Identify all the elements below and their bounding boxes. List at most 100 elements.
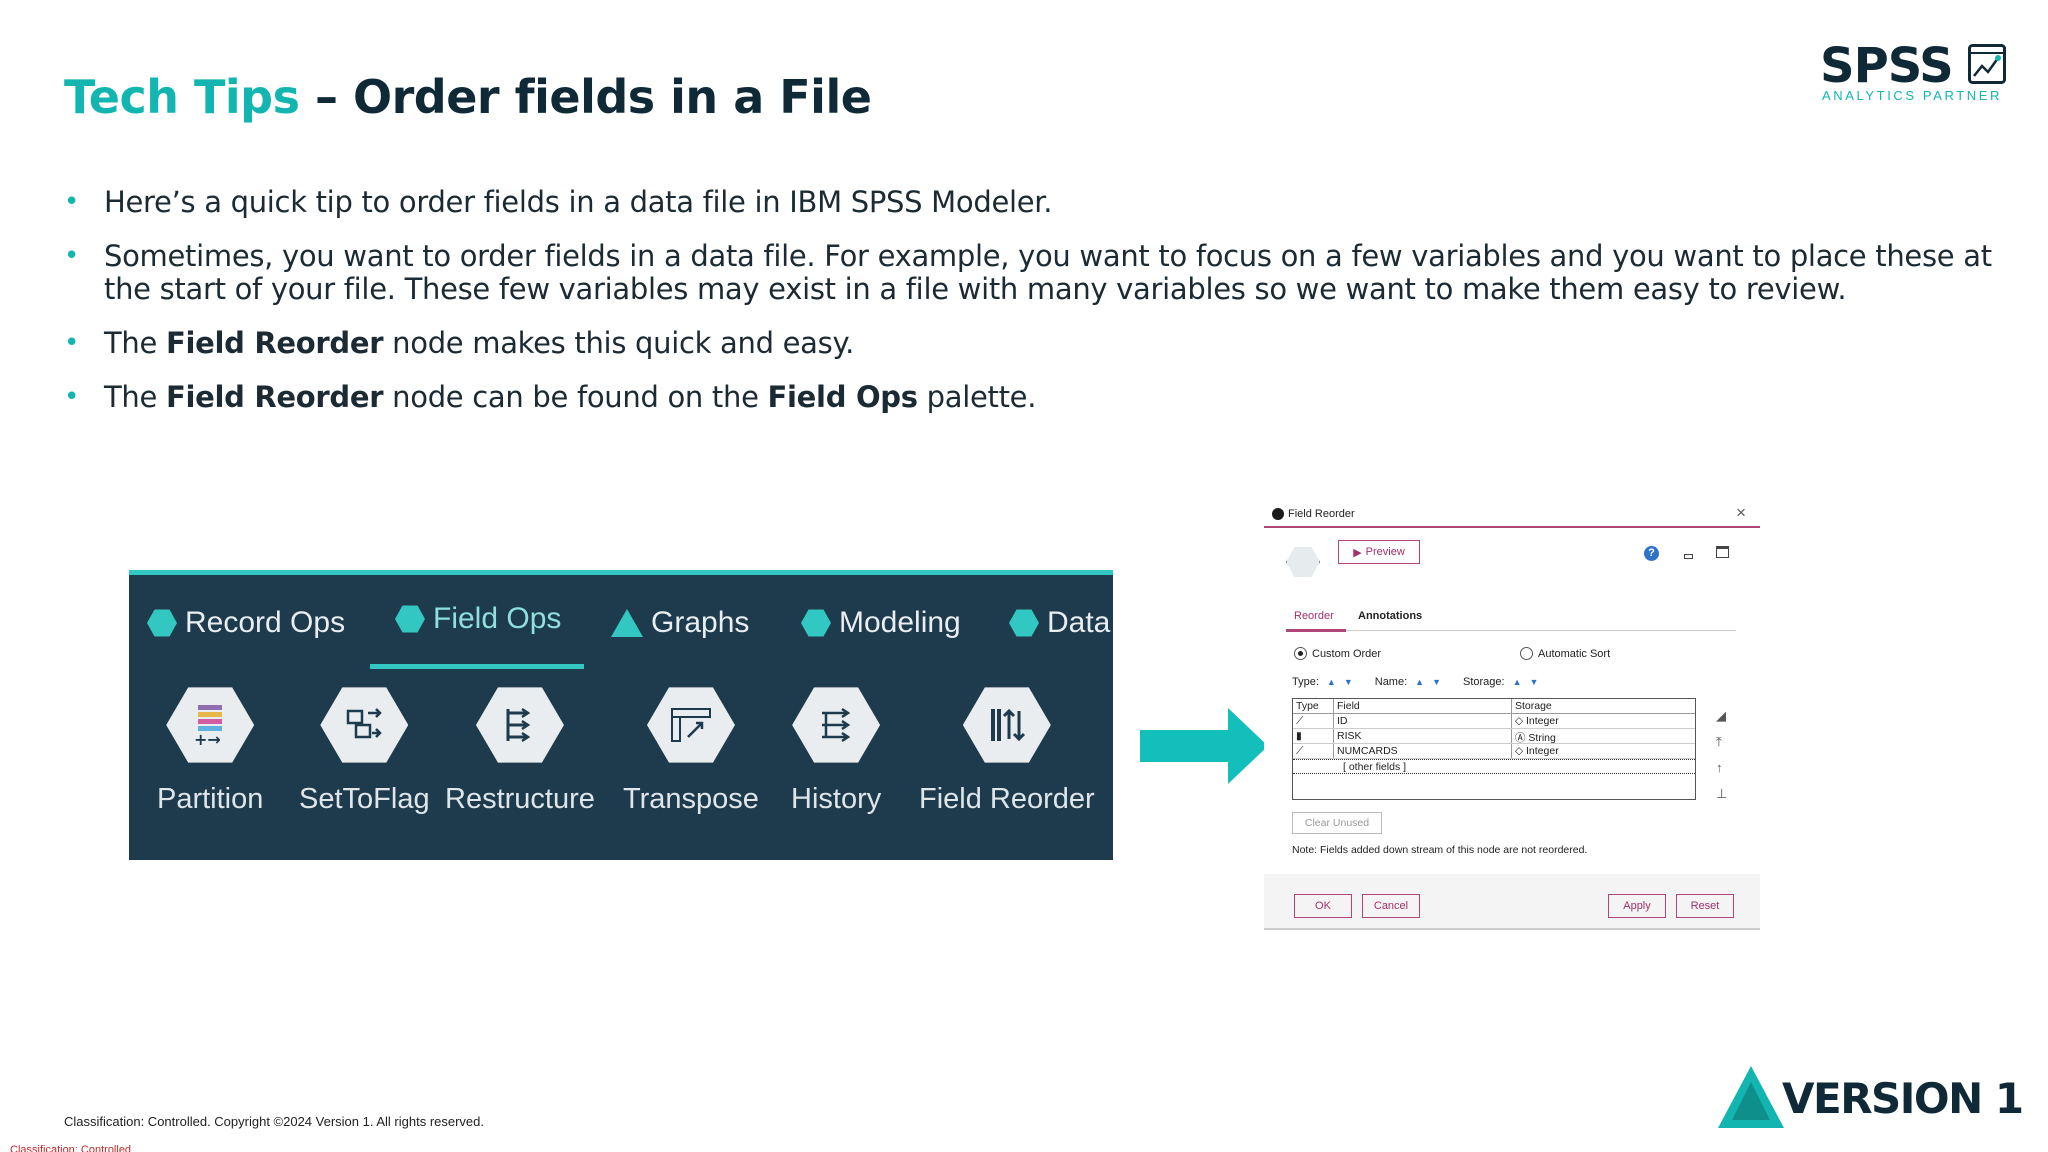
settoflag-icon — [320, 687, 409, 763]
column-divider — [1333, 699, 1334, 759]
hexagon-icon — [801, 609, 831, 637]
bullet-text: The — [104, 326, 166, 360]
radio-custom-order[interactable]: Custom Order — [1294, 647, 1381, 660]
dialog-footer — [1264, 874, 1760, 930]
dialog-note: Note: Fields added down stream of this n… — [1292, 844, 1588, 856]
bullet-dot: • — [64, 328, 80, 358]
maximize-icon[interactable] — [1716, 546, 1729, 558]
sort-controls: Type:▲▼ Name:▲▼ Storage:▲▼ — [1292, 676, 1538, 688]
bullet-text: palette. — [917, 380, 1037, 414]
storage-cell: Ⓐ String — [1515, 732, 1556, 744]
apply-button[interactable]: Apply — [1608, 894, 1666, 918]
tab-graphs[interactable]: Graphs — [611, 605, 749, 641]
continuous-icon: ⟋ — [1296, 715, 1304, 727]
bullet-text: node makes this quick and easy. — [383, 326, 855, 360]
node-transpose[interactable]: Transpose — [623, 685, 759, 816]
bullet-dot: • — [64, 382, 80, 412]
node-field-reorder[interactable]: Field Reorder — [919, 685, 1095, 816]
column-header: Storage — [1515, 700, 1552, 712]
column-header: Field — [1337, 700, 1360, 712]
transpose-icon — [646, 687, 735, 763]
radio-label: Custom Order — [1312, 647, 1382, 660]
move-up-icon[interactable]: ↑ — [1716, 760, 1723, 775]
field-name: NUMCARDS — [1337, 745, 1398, 757]
sort-down-icon[interactable]: ▼ — [1343, 677, 1353, 687]
spss-analytics-partner-logo: SPSS ANALYTICS PARTNER — [1820, 40, 2010, 106]
tab-field-ops[interactable]: Field Ops — [395, 601, 561, 637]
bullet-bold: Field Reorder — [165, 326, 384, 360]
cancel-button[interactable]: Cancel — [1362, 894, 1420, 918]
add-field-icon[interactable]: ◢ — [1716, 708, 1726, 723]
table-header: Type Field Storage — [1293, 699, 1695, 714]
tab-annotations[interactable]: Annotations — [1358, 610, 1423, 622]
node-settoflag[interactable]: SetToFlag — [299, 685, 430, 816]
title-accent: Tech Tips — [64, 70, 300, 124]
hexagon-icon — [395, 605, 425, 633]
other-fields-row[interactable]: [ other fields ] — [1293, 759, 1695, 774]
tab-label: Modeling — [839, 606, 961, 639]
storage-value: Integer — [1526, 745, 1559, 757]
node-restructure[interactable]: Restructure — [445, 685, 595, 816]
sort-down-icon[interactable]: ▼ — [1432, 677, 1441, 687]
restructure-icon — [475, 687, 564, 763]
storage-value: Integer — [1526, 715, 1559, 727]
preview-button[interactable]: ▶Preview — [1338, 540, 1420, 564]
slide-title: Tech Tips – Order fields in a File — [64, 70, 872, 124]
table-row[interactable]: ⟋ NUMCARDS ◇ Integer — [1293, 744, 1695, 759]
sort-up-icon[interactable]: ▲ — [1415, 677, 1425, 687]
bullet-dot: • — [64, 187, 80, 217]
bullet-item: • Here’s a quick tip to order fields in a… — [64, 186, 1994, 219]
tab-reorder[interactable]: Reorder — [1294, 610, 1334, 622]
ok-button[interactable]: OK — [1294, 894, 1352, 918]
bullet-dot: • — [64, 241, 80, 271]
reset-button[interactable]: Reset — [1676, 894, 1734, 918]
tab-modeling[interactable]: Modeling — [801, 605, 961, 641]
bullet-text: Here’s a quick tip to order fields in a … — [104, 185, 1053, 219]
field-order-table: Type Field Storage ⟋ ID ◇ Integer ▮ RISK… — [1292, 698, 1696, 800]
node-partition[interactable]: +→ Partition — [157, 685, 263, 816]
sort-down-icon[interactable]: ▼ — [1529, 677, 1539, 687]
bullet-bold: Field Ops — [767, 380, 918, 414]
field-reorder-dialog: Field Reorder × ▶Preview ? Reorder Annot… — [1264, 502, 1760, 930]
tab-data[interactable]: Data — [1009, 605, 1110, 641]
tab-label: Field Ops — [433, 602, 562, 635]
active-tab-underline — [370, 664, 584, 669]
help-icon[interactable]: ? — [1644, 546, 1659, 561]
active-tab-indicator — [1286, 629, 1346, 632]
table-row[interactable]: ⟋ ID ◇ Integer — [1293, 714, 1695, 729]
clear-unused-button[interactable]: Clear Unused — [1292, 812, 1382, 834]
tab-record-ops[interactable]: Record Ops — [147, 605, 345, 641]
palette-nodes: +→ Partition SetToFlag Restructure Trans… — [129, 685, 1113, 860]
tab-divider — [1286, 630, 1736, 631]
dialog-titlebar: Field Reorder × — [1264, 502, 1760, 528]
svg-text:+→: +→ — [194, 730, 221, 749]
dialog-title: Field Reorder — [1288, 508, 1355, 520]
radio-automatic-sort[interactable]: Automatic Sort — [1520, 647, 1610, 660]
column-divider — [1511, 699, 1512, 759]
bullet-list: • Here’s a quick tip to order fields in a… — [64, 186, 1994, 435]
version1-triangle-icon — [1718, 1066, 1784, 1128]
node-label: Restructure — [445, 783, 595, 815]
node-label: Partition — [157, 783, 264, 815]
nominal-icon: ▮ — [1296, 730, 1302, 742]
storage-cell: ◇ Integer — [1515, 715, 1559, 727]
column-header: Type — [1296, 700, 1319, 712]
storage-cell: ◇ Integer — [1515, 745, 1559, 757]
sort-up-icon[interactable]: ▲ — [1512, 677, 1522, 687]
sort-up-icon[interactable]: ▲ — [1326, 677, 1336, 687]
close-icon[interactable]: × — [1736, 503, 1746, 522]
table-row[interactable]: ▮ RISK Ⓐ String — [1293, 729, 1695, 744]
play-icon: ▶ — [1353, 546, 1362, 559]
node-history[interactable]: History — [791, 685, 881, 816]
field-name: RISK — [1337, 730, 1362, 742]
bullet-item: •Sometimes, you want to order fields in … — [64, 240, 1994, 306]
move-to-top-icon[interactable]: ⤒ — [1716, 734, 1722, 749]
move-down-icon[interactable]: ⊥ — [1716, 786, 1728, 801]
minimize-icon[interactable] — [1684, 554, 1693, 559]
field-reorder-icon — [962, 687, 1051, 763]
history-icon — [792, 687, 881, 763]
radio-label: Automatic Sort — [1538, 647, 1611, 660]
bullet-item: •The Field Reorder node can be found on … — [64, 381, 1994, 414]
tab-label: Record Ops — [185, 606, 346, 639]
app-icon — [1272, 508, 1284, 520]
